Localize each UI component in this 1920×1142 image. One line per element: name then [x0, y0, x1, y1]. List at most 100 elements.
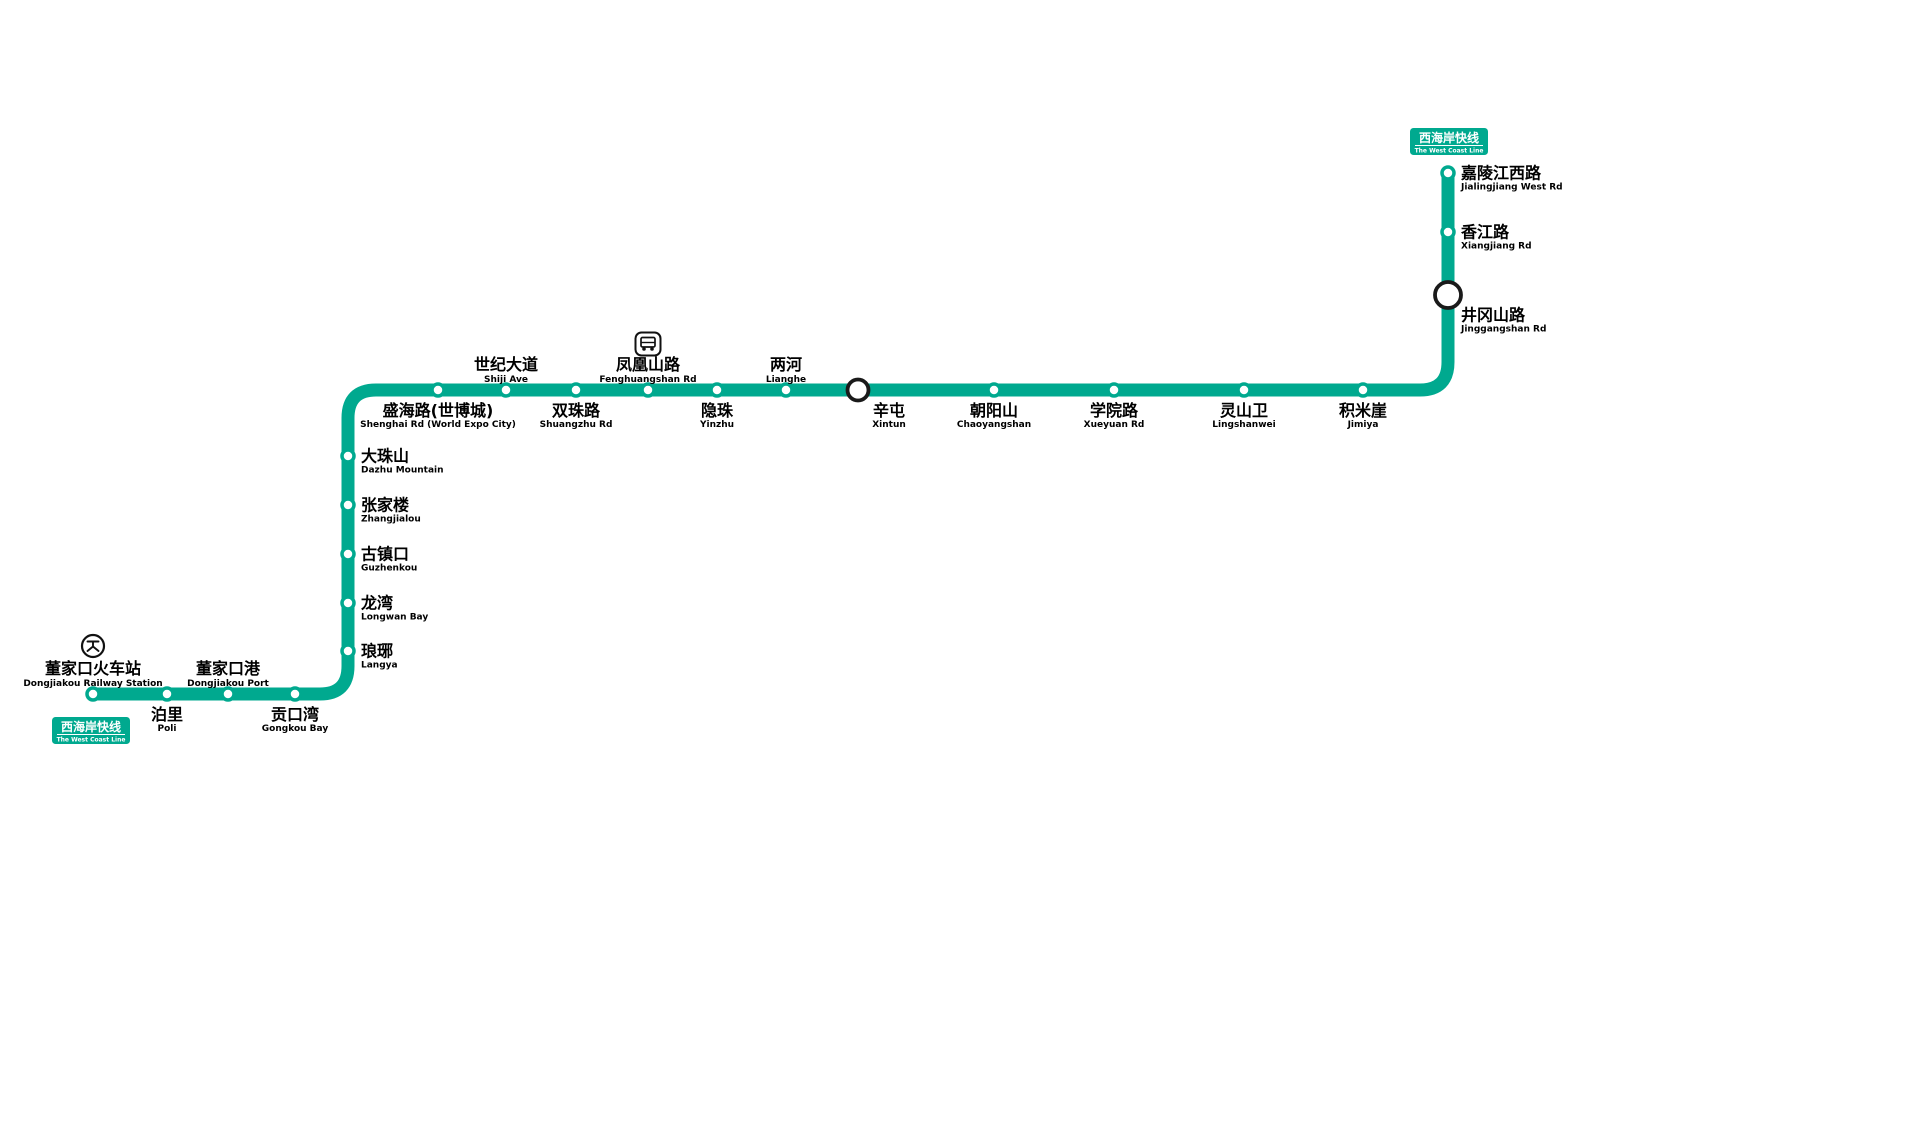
station-name-zh: 两河	[770, 355, 802, 374]
station-name-zh: 嘉陵江西路	[1460, 164, 1542, 183]
station-marker	[498, 382, 514, 398]
station-marker	[986, 382, 1002, 398]
line-badge-background	[1410, 128, 1488, 155]
station-name-zh: 积米崖	[1339, 401, 1387, 420]
station-name-zh: 盛海路(世博城)	[383, 401, 494, 420]
station-name-zh: 学院路	[1090, 401, 1139, 420]
line-route	[93, 173, 1455, 701]
station-name-en: Zhangjialou	[361, 515, 421, 525]
station-name-en: Jinggangshan Rd	[1460, 325, 1546, 335]
station-name-zh: 世纪大道	[474, 355, 538, 374]
station-name-zh: 古镇口	[361, 545, 409, 564]
station-name-zh: 辛屯	[873, 401, 905, 420]
line-name-en: The West Coast Line	[57, 737, 126, 744]
station-marker	[430, 382, 446, 398]
bus-transfer-icon	[634, 331, 662, 357]
line-badge: 西海岸快线 The West Coast Line	[1410, 128, 1488, 155]
station-name-en: Yinzhu	[699, 420, 734, 430]
station-name-zh: 双珠路	[552, 401, 601, 420]
station-name-zh: 灵山卫	[1220, 401, 1268, 420]
railway-station-icon	[80, 633, 106, 659]
station-name-en: Xintun	[872, 420, 906, 430]
line-badge: 西海岸快线 The West Coast Line	[52, 717, 130, 744]
station-name-en: Chaoyangshan	[957, 420, 1031, 430]
station-shenghai-rd: 盛海路(世博城)Shenghai Rd (World Expo City)	[360, 382, 516, 430]
station-marker	[568, 382, 584, 398]
station-name-en: Dongjiakou Railway Station	[23, 679, 162, 689]
station-name-zh: 龙湾	[360, 594, 393, 613]
station-name-en: Longwan Bay	[361, 613, 428, 623]
station-name-en: Lingshanwei	[1212, 420, 1275, 430]
line-name-en: The West Coast Line	[1415, 148, 1484, 155]
station-name-en: Gongkou Bay	[262, 724, 329, 734]
station-name-en: Xueyuan Rd	[1084, 420, 1145, 430]
station-name-en: Jialingjiang West Rd	[1460, 183, 1563, 193]
station-name-en: Xiangjiang Rd	[1461, 242, 1532, 252]
station-name-en: Shuangzhu Rd	[540, 420, 613, 430]
station-marker	[1440, 165, 1456, 181]
station-name-en: Dazhu Mountain	[361, 466, 444, 476]
station-name-zh: 凤凰山路	[616, 355, 681, 374]
station-name-en: Fenghuangshan Rd	[599, 375, 696, 385]
interchange-station-marker	[845, 377, 871, 403]
station-name-en: Shenghai Rd (World Expo City)	[360, 420, 516, 430]
station-name-zh: 琅琊	[361, 642, 393, 661]
station-name-en: Shiji Ave	[484, 375, 528, 385]
station-marker	[340, 497, 356, 513]
station-name-zh: 朝阳山	[970, 401, 1018, 420]
station-name-zh: 董家口火车站	[45, 659, 141, 678]
station-marker	[640, 382, 656, 398]
line-name-zh: 西海岸快线	[61, 719, 121, 734]
station-marker	[159, 686, 175, 702]
station-name-en: Poli	[158, 724, 177, 734]
station-name-zh: 贡口湾	[271, 705, 319, 724]
station-marker	[340, 643, 356, 659]
station-name-zh: 张家楼	[361, 496, 409, 515]
line-badge-background	[52, 717, 130, 744]
station-marker	[709, 382, 725, 398]
station-name-en: Langya	[361, 661, 398, 671]
station-marker	[220, 686, 236, 702]
station-marker	[1355, 382, 1371, 398]
station-marker	[85, 686, 101, 702]
station-marker	[340, 546, 356, 562]
line-name-zh: 西海岸快线	[1419, 130, 1479, 145]
station-name-en: Dongjiakou Port	[187, 679, 269, 689]
station-marker	[340, 448, 356, 464]
station-name-en: Jimiya	[1347, 420, 1379, 430]
station-marker	[1106, 382, 1122, 398]
station-name-zh: 董家口港	[196, 659, 261, 678]
station-name-zh: 大珠山	[361, 447, 409, 466]
station-name-zh: 隐珠	[701, 401, 734, 420]
station-marker	[1440, 224, 1456, 240]
station-name-zh: 泊里	[151, 705, 183, 724]
station-name-en: Guzhenkou	[361, 564, 417, 574]
station-marker	[1236, 382, 1252, 398]
station-marker	[340, 595, 356, 611]
station-marker	[287, 686, 303, 702]
interchange-station-marker	[1433, 280, 1463, 310]
